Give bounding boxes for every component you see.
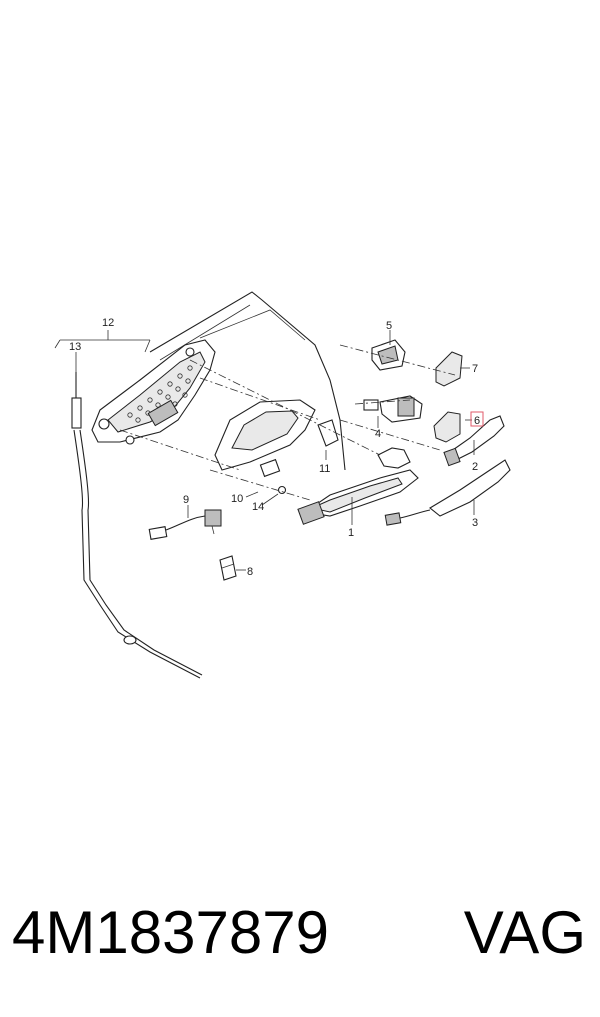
handle-cover xyxy=(443,415,505,467)
callout-10: 10 xyxy=(231,493,243,505)
callout-labels: 12 13 5 7 4 6 2 11 3 1 9 10 14 8 xyxy=(69,317,484,578)
callout-2: 2 xyxy=(472,461,478,473)
door-handle-bezel xyxy=(214,399,316,495)
lock-cylinder-housing xyxy=(371,339,406,371)
callout-6: 6 xyxy=(474,415,480,427)
assembly-lines xyxy=(119,344,456,501)
callout-14: 14 xyxy=(252,501,264,513)
clip-part xyxy=(317,419,339,447)
lock-cylinder xyxy=(363,395,423,423)
callout-13: 13 xyxy=(69,341,81,353)
outer-door-handle xyxy=(297,447,419,525)
callout-4: 4 xyxy=(375,428,381,440)
small-bracket xyxy=(219,555,237,581)
leader-lines xyxy=(54,330,475,571)
part-number: 4M1837879 xyxy=(12,899,329,966)
callout-3: 3 xyxy=(472,517,478,529)
callout-8: 8 xyxy=(247,566,253,578)
callout-12: 12 xyxy=(102,317,114,329)
handle-cap-lower xyxy=(433,411,461,443)
brand-label: VAG xyxy=(463,899,586,966)
handle-with-lead xyxy=(384,459,511,526)
handle-carrier xyxy=(91,339,216,445)
callout-5: 5 xyxy=(386,320,392,332)
handle-cap-upper xyxy=(435,351,463,387)
callout-11: 11 xyxy=(319,463,330,475)
bowden-cable xyxy=(71,372,203,679)
sensor-with-lead xyxy=(148,509,222,540)
callout-1: 1 xyxy=(348,527,354,539)
callout-7: 7 xyxy=(472,363,478,375)
exploded-parts-diagram: 12 13 5 7 4 6 2 11 3 1 9 10 14 8 xyxy=(54,291,511,679)
callout-6-highlight xyxy=(470,411,484,427)
footer: 4M1837879 VAG xyxy=(0,888,600,978)
callout-9: 9 xyxy=(183,494,189,506)
